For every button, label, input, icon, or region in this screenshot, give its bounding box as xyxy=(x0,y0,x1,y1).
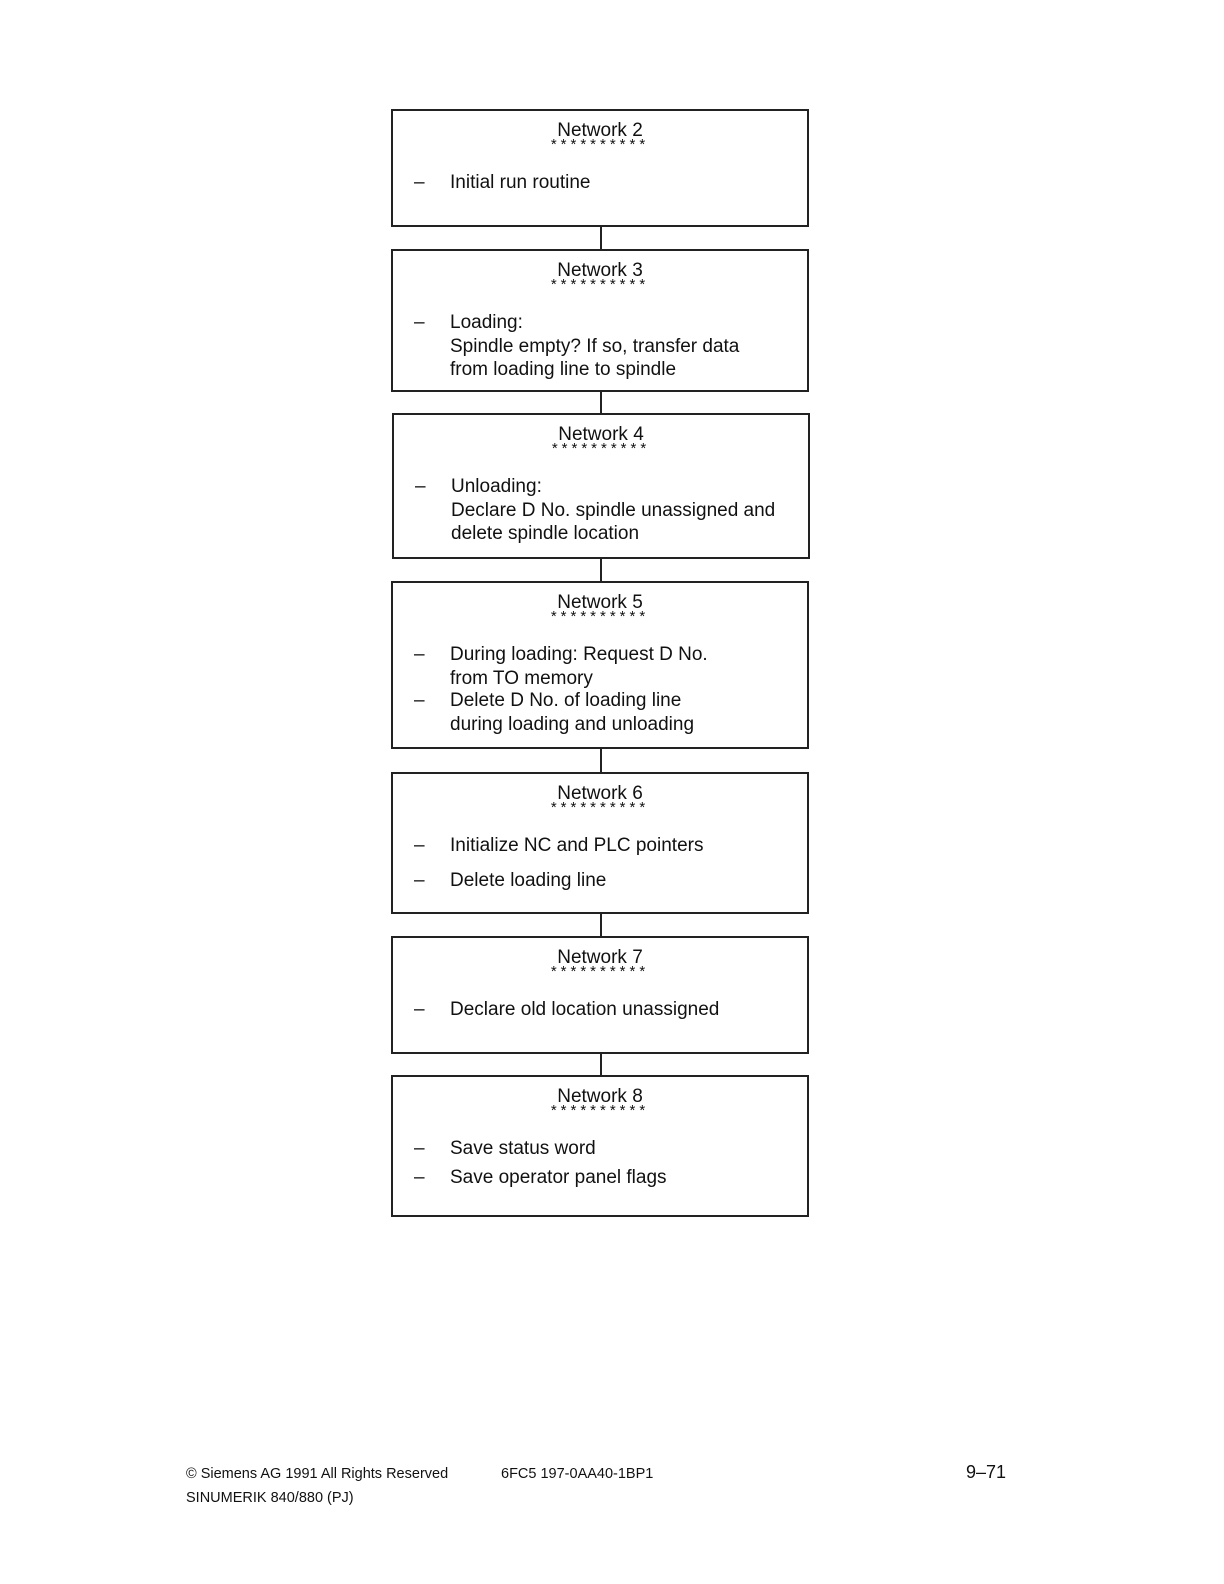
footer-copyright: © Siemens AG 1991 All Rights Reserved xyxy=(186,1466,449,1482)
bullet-dash: – xyxy=(414,690,425,711)
network-title: Network 3 xyxy=(557,260,643,281)
bullet-dash: – xyxy=(414,312,425,333)
network-stars: ********** xyxy=(550,963,650,980)
connector-line xyxy=(600,227,602,249)
item-line: during loading and unloading xyxy=(450,713,695,735)
item-line: Initial run routine xyxy=(450,172,591,193)
network-stars: ********** xyxy=(550,608,650,625)
network-title: Network 8 xyxy=(557,1086,643,1107)
network-box: Network 2********** – Initial run routine xyxy=(391,109,809,227)
bullet-dash: – xyxy=(414,1167,425,1188)
item-line: Declare old location unassigned xyxy=(450,999,720,1020)
item-text: Loading:Spindle empty? If so, transfer d… xyxy=(450,311,799,382)
footer-order-number: 6FC5 197-0AA40-1BP1 xyxy=(501,1466,654,1482)
item-line: During loading: Request D No. xyxy=(450,644,708,665)
network-box: Network 7********** – Declare old location… xyxy=(391,936,809,1054)
item-text: Unloading:Declare D No. spindle unassign… xyxy=(451,475,800,546)
item-line: from TO memory xyxy=(450,667,593,689)
item-text: Save status word xyxy=(450,1137,799,1161)
network-title: Network 5 xyxy=(557,592,643,613)
item-text: Initialize NC and PLC pointers xyxy=(450,834,799,858)
item-line: Declare D No. spindle unassigned and xyxy=(451,499,776,521)
connector-line xyxy=(600,559,602,581)
network-title: Network 6 xyxy=(557,783,643,804)
item-text: Save operator panel flags xyxy=(450,1166,799,1190)
network-title: Network 4 xyxy=(558,424,644,445)
item-line: Save operator panel flags xyxy=(450,1167,667,1188)
network-box: Network 4********** – Unloading:Declare D … xyxy=(392,413,810,559)
page-number: 9–71 xyxy=(966,1462,1007,1482)
network-stars: ********** xyxy=(550,136,650,153)
network-box: Network 8********** – Save status word – Sav… xyxy=(391,1075,809,1217)
network-stars: ********** xyxy=(550,799,650,816)
bullet-dash: – xyxy=(414,1138,425,1159)
item-line: Spindle empty? If so, transfer data xyxy=(450,335,740,357)
network-box: Network 5********** – During loading: Requ… xyxy=(391,581,809,749)
network-title: Network 2 xyxy=(557,120,643,141)
item-line: Initialize NC and PLC pointers xyxy=(450,835,704,856)
network-box: Network 6********** – Initialize NC and PL… xyxy=(391,772,809,914)
connector-line xyxy=(600,914,602,936)
bullet-dash: – xyxy=(414,644,425,665)
item-text: Delete loading line xyxy=(450,869,799,893)
item-text: During loading: Request D No.from TO mem… xyxy=(450,643,799,690)
network-box: Network 3********** – Loading:Spindle empt… xyxy=(391,249,809,392)
item-line: Unloading: xyxy=(451,476,542,497)
item-line: Loading: xyxy=(450,312,523,333)
item-line: delete spindle location xyxy=(451,523,640,544)
connector-line xyxy=(600,749,602,772)
network-stars: ********** xyxy=(551,440,651,457)
item-line: Delete D No. of loading line xyxy=(450,690,682,711)
network-stars: ********** xyxy=(550,276,650,293)
footer-product: SINUMERIK 840/880 (PJ) xyxy=(186,1490,354,1506)
item-text: Initial run routine xyxy=(450,171,799,195)
bullet-dash: – xyxy=(414,999,425,1020)
network-stars: ********** xyxy=(550,1102,650,1119)
bullet-dash: – xyxy=(414,870,425,891)
item-line: Save status word xyxy=(450,1138,596,1159)
connector-line xyxy=(600,1054,602,1075)
bullet-dash: – xyxy=(414,835,425,856)
network-title: Network 7 xyxy=(557,947,643,968)
bullet-dash: – xyxy=(414,172,425,193)
item-line: from loading line to spindle xyxy=(450,359,677,380)
bullet-dash: – xyxy=(415,476,426,497)
connector-line xyxy=(600,392,602,413)
item-text: Declare old location unassigned xyxy=(450,998,799,1022)
item-line: Delete loading line xyxy=(450,870,607,891)
